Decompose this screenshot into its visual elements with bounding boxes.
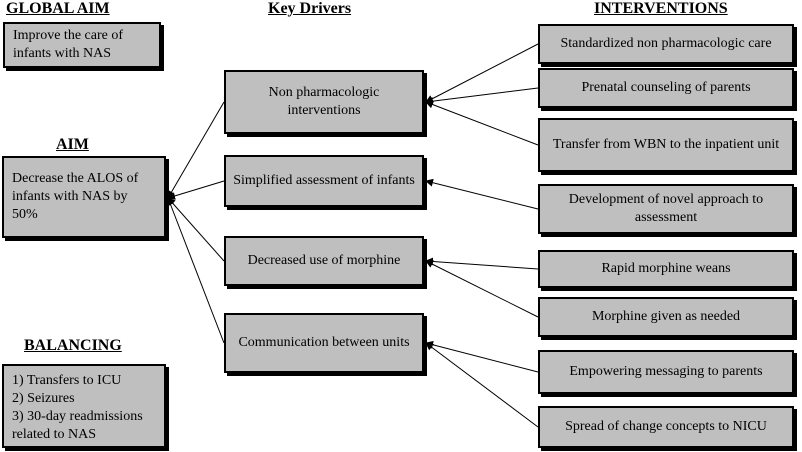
intervention-to-driver-arrows: [425, 43, 539, 428]
driver-arrow: [167, 180, 225, 200]
global-aim-header: GLOBAL AIM: [6, 0, 110, 17]
intervention-label: Development of novel approach to assessm…: [568, 192, 764, 225]
balancing-list: 1) Transfers to ICU 2) Seizures 3) 30-da…: [12, 372, 156, 444]
intervention-arrow: [425, 87, 539, 106]
intervention-box: Spread of change concepts to NICU: [538, 406, 794, 448]
intervention-arrow: [425, 340, 539, 373]
balancing-box: 1) Transfers to ICU 2) Seizures 3) 30-da…: [2, 364, 166, 448]
intervention-arrow: [425, 342, 539, 428]
intervention-arrow: [425, 43, 539, 103]
aim-header: AIM: [56, 136, 89, 153]
intervention-label: Spread of change concepts to NICU: [565, 419, 767, 434]
driver-box-non-pharmacologic: Non pharmacologic interventions: [224, 70, 424, 134]
intervention-arrow: [425, 100, 539, 146]
driver-label: Simplified assessment of infants: [233, 173, 415, 188]
intervention-arrow: [425, 257, 539, 270]
driver-box-communication: Communication between units: [224, 313, 424, 373]
intervention-box: Rapid morphine weans: [538, 250, 794, 288]
intervention-box: Empowering messaging to parents: [538, 350, 794, 394]
intervention-label: Transfer from WBN to the inpatient unit: [552, 137, 780, 152]
intervention-label: Prenatal counseling of parents: [581, 80, 751, 95]
driver-label: Decreased use of morphine: [247, 253, 401, 268]
driver-box-simplified-assessment: Simplified assessment of infants: [224, 155, 424, 207]
balancing-item: 2) Seizures: [12, 391, 75, 406]
interventions-header: INTERVENTIONS: [594, 0, 728, 17]
driver-label: Non pharmacologic interventions: [268, 85, 380, 118]
balancing-header: BALANCING: [24, 337, 122, 354]
intervention-box: Standardized non pharmacologic care: [538, 24, 794, 64]
aim-text: Decrease the ALOS of infants with NAS by…: [12, 171, 139, 222]
intervention-box: Morphine given as needed: [538, 297, 794, 337]
driver-label: Communication between units: [238, 335, 410, 350]
key-drivers-header: Key Drivers: [268, 0, 352, 17]
intervention-box: Development of novel approach to assessm…: [538, 184, 794, 234]
intervention-box: Prenatal counseling of parents: [538, 68, 794, 108]
driver-box-decreased-morphine: Decreased use of morphine: [224, 236, 424, 286]
aim-box: Decrease the ALOS of infants with NAS by…: [2, 156, 166, 238]
balancing-item: 1) Transfers to ICU: [12, 373, 122, 388]
driver-to-aim-arrows: [166, 101, 225, 344]
intervention-arrow: [425, 178, 539, 210]
intervention-label: Standardized non pharmacologic care: [560, 36, 772, 51]
global-aim-box: Improve the care of infants with NAS: [3, 22, 161, 68]
driver-arrow: [167, 197, 225, 262]
driver-arrow: [166, 197, 225, 344]
intervention-label: Empowering messaging to parents: [569, 364, 763, 379]
intervention-label: Rapid morphine weans: [601, 261, 731, 276]
global-aim-text: Improve the care of infants with NAS: [13, 28, 123, 61]
driver-arrow: [167, 101, 225, 199]
intervention-label: Morphine given as needed: [591, 309, 741, 324]
intervention-arrow: [425, 260, 539, 318]
balancing-item: 3) 30-day readmissions related to NAS: [12, 409, 143, 442]
intervention-box: Transfer from WBN to the inpatient unit: [538, 118, 794, 172]
